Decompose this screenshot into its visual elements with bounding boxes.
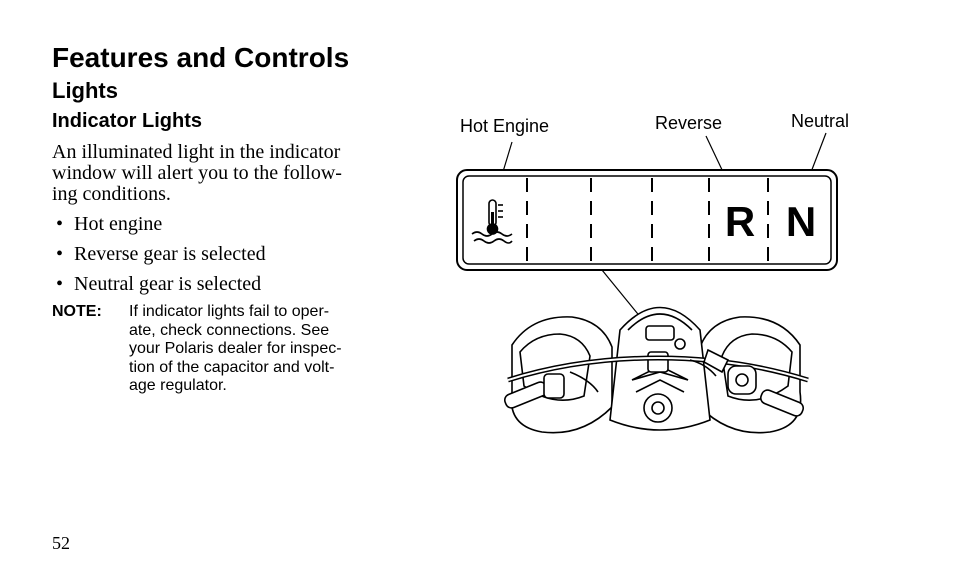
note-line: age regulator. — [129, 377, 227, 394]
reverse-indicator: R — [725, 198, 755, 245]
note-line: ate, check connections. See — [129, 321, 330, 339]
page-title: Features and Controls — [52, 42, 350, 73]
section-title: Lights — [52, 78, 118, 103]
list-item: •Reverse gear is selected — [56, 243, 266, 265]
label-neutral: Neutral — [791, 111, 850, 131]
list-item: •Hot engine — [56, 213, 163, 235]
indicator-diagram: R N — [456, 132, 838, 434]
note-line: your Polaris dealer for inspec- — [129, 340, 342, 357]
list-item-text: Reverse gear is selected — [74, 243, 266, 265]
list-item: •Neutral gear is selected — [56, 273, 262, 295]
label-hot-engine: Hot Engine — [460, 116, 550, 136]
note-label: NOTE: — [52, 303, 102, 320]
page-number: 52 — [52, 533, 70, 553]
thermometer-icon — [471, 199, 513, 244]
neutral-indicator: N — [786, 198, 816, 245]
note-line: If indicator lights fail to oper- — [129, 303, 330, 320]
handlebar-illustration — [503, 306, 809, 434]
note-line: tion of the capacitor and volt- — [129, 358, 335, 376]
indicator-window — [456, 169, 838, 271]
list-item-text: Hot engine — [74, 213, 163, 235]
note-text: If indicator lights fail to oper- ate, c… — [129, 303, 374, 396]
intro-paragraph: An illuminated light in the indicator wi… — [52, 142, 382, 205]
subsection-title: Indicator Lights — [52, 110, 202, 132]
intro-line: window will alert you to the follow- — [52, 162, 342, 184]
intro-line: An illuminated light in the indicator — [52, 141, 341, 163]
list-item-text: Neutral gear is selected — [74, 273, 262, 295]
label-reverse: Reverse — [655, 113, 723, 133]
intro-line: ing conditions. — [52, 183, 171, 205]
